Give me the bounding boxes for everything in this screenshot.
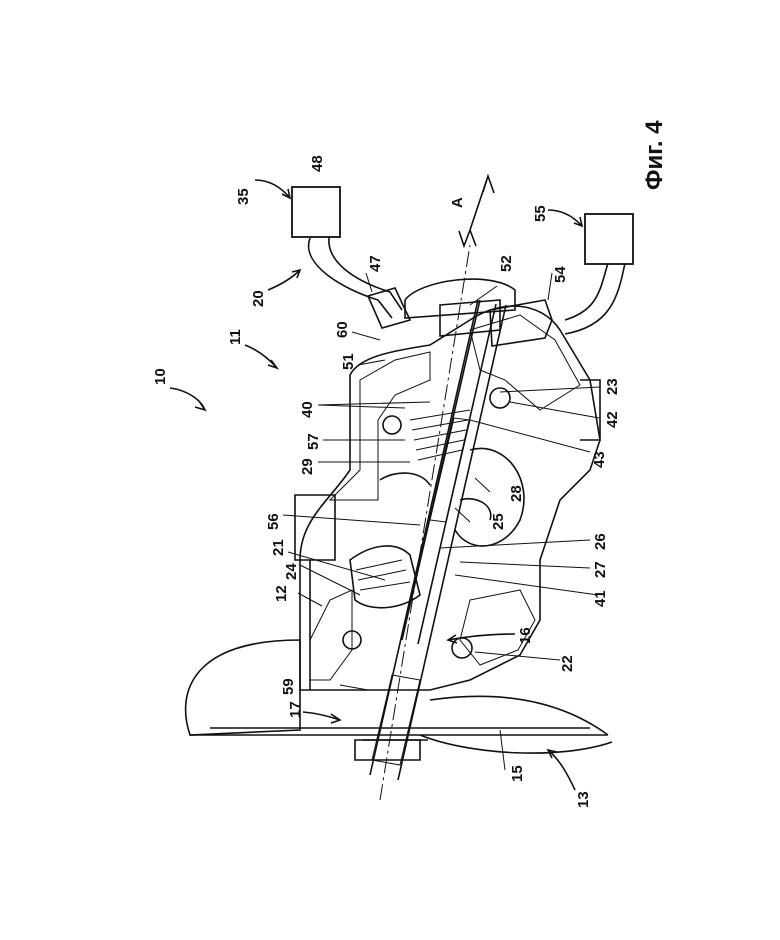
housing-wall-section-lower — [470, 315, 580, 410]
label-35: 35 — [235, 188, 252, 205]
arrow-20 — [268, 270, 300, 290]
label-29: 29 — [299, 458, 316, 475]
housing-wall-section-left — [310, 590, 352, 680]
bearing-ball-upper — [383, 416, 401, 434]
end-cap — [405, 279, 515, 318]
arrow-55 — [548, 210, 582, 226]
label-48: 48 — [309, 155, 326, 172]
label-23: 23 — [604, 378, 621, 395]
label-41: 41 — [592, 590, 609, 607]
label-11: 11 — [227, 329, 244, 345]
label-25: 25 — [490, 513, 507, 530]
label-47: 47 — [367, 255, 384, 272]
label-20: 20 — [250, 290, 267, 307]
label-52: 52 — [498, 255, 515, 272]
bearing-ball-23 — [490, 388, 510, 408]
label-51: 51 — [340, 353, 357, 370]
label-17: 17 — [287, 701, 304, 718]
bearing-ball-22 — [452, 638, 472, 658]
label-55: 55 — [532, 205, 549, 222]
label-27: 27 — [592, 561, 609, 578]
arrow-35 — [255, 180, 290, 198]
label-15: 15 — [509, 765, 526, 782]
box-48 — [292, 187, 340, 237]
arrow-10 — [170, 388, 205, 410]
label-13: 13 — [575, 791, 592, 808]
arrow-17 — [303, 712, 340, 723]
label-56: 56 — [265, 513, 282, 530]
arrow-16 — [448, 634, 515, 643]
clutch-stack — [410, 410, 470, 460]
label-16: 16 — [517, 627, 534, 644]
label-57: 57 — [305, 433, 322, 450]
box-55 — [585, 214, 633, 264]
label-22: 22 — [559, 655, 576, 672]
label-21: 21 — [270, 539, 287, 556]
label-54: 54 — [552, 266, 569, 283]
label-10: 10 — [152, 368, 169, 385]
hose-connector-47 — [368, 288, 410, 328]
axis-label-a: A — [449, 197, 466, 208]
cable-54 — [565, 263, 608, 320]
label-40: 40 — [299, 401, 316, 418]
label-28: 28 — [508, 485, 525, 502]
label-59: 59 — [280, 678, 297, 695]
arrow-13 — [548, 750, 575, 790]
label-42: 42 — [604, 411, 621, 428]
label-24: 24 — [283, 563, 300, 580]
figure-title: Фиг. 4 — [641, 120, 668, 190]
label-12: 12 — [273, 585, 290, 602]
label-60: 60 — [334, 321, 351, 338]
label-26: 26 — [592, 533, 609, 550]
label-43: 43 — [591, 451, 608, 468]
axis-direction-arrow — [459, 176, 494, 246]
hose-47 — [309, 238, 392, 318]
inner-rod — [402, 300, 496, 644]
assembly-drawing — [186, 176, 612, 800]
arrow-11 — [245, 345, 277, 368]
